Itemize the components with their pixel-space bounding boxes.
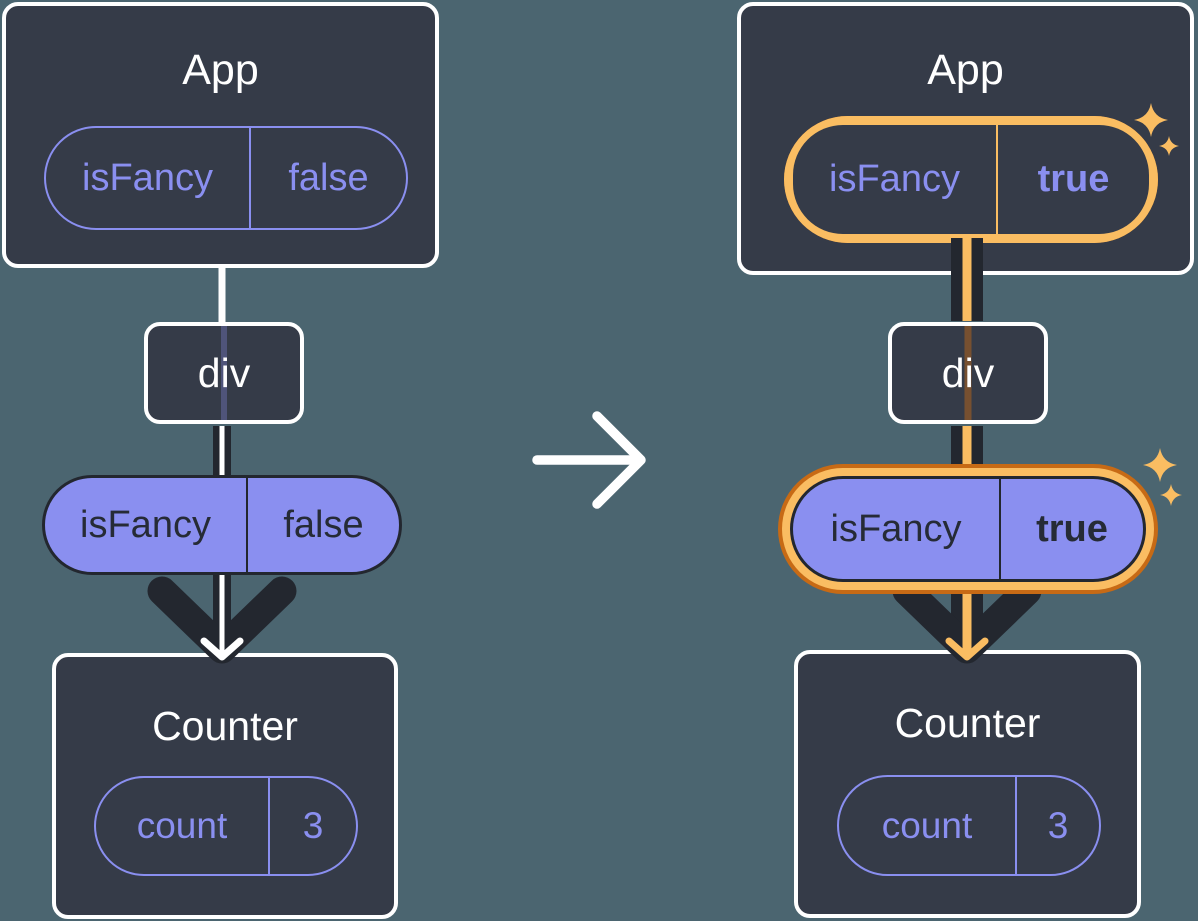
div-node-card-before: div [144, 322, 304, 424]
highlighted-prop-pill-passed-after: isFancy true [778, 464, 1158, 594]
state-pill-before: count 3 [94, 776, 358, 876]
highlight-ring: isFancy true [784, 116, 1158, 243]
app-component-card-before: App isFancy false [2, 2, 439, 268]
highlighted-prop-pill-app-after: isFancy true [784, 116, 1158, 243]
app-component-card-after: App isFancy true [737, 2, 1194, 275]
prop-value: false [249, 128, 406, 228]
highlight-ring: isFancy true [782, 468, 1154, 590]
prop-name: isFancy [80, 503, 211, 546]
component-title: Counter [152, 703, 298, 749]
state-name: count [136, 805, 228, 846]
prop-value: true [996, 125, 1149, 234]
counter-component-card-before: Counter count 3 [52, 653, 398, 919]
prop-pill: isFancy true [793, 479, 1143, 579]
state-value: 3 [268, 778, 356, 874]
state-name: count [881, 804, 973, 846]
transition-arrow-icon [532, 411, 646, 509]
component-title: App [927, 46, 1004, 94]
prop-name: isFancy [829, 158, 960, 200]
div-node-card-after: div [888, 322, 1048, 424]
prop-pill-passed-before: isFancy false [42, 475, 402, 575]
arrowhead-icon [892, 576, 1042, 664]
arrowhead-icon [147, 576, 297, 664]
node-label: div [941, 349, 995, 396]
node-label: div [197, 349, 251, 396]
state-pill-after: count 3 [837, 775, 1101, 876]
pill-border: isFancy true [790, 476, 1146, 582]
prop-name: isFancy [830, 507, 962, 550]
component-title: Counter [894, 700, 1041, 746]
prop-name: isFancy [82, 156, 213, 199]
sparkle-icon [1143, 448, 1177, 482]
prop-value: true [999, 479, 1143, 579]
prop-pill-app-before: isFancy false [44, 126, 408, 230]
prop-value: false [246, 478, 399, 572]
prop-passthrough-line [221, 326, 227, 420]
prop-passthrough-line [964, 326, 972, 420]
state-value: 3 [1015, 777, 1099, 874]
component-title: App [182, 46, 259, 94]
prop-pill: isFancy true [793, 125, 1149, 234]
sparkle-icon [1160, 484, 1182, 506]
counter-component-card-after: Counter count 3 [794, 650, 1141, 918]
